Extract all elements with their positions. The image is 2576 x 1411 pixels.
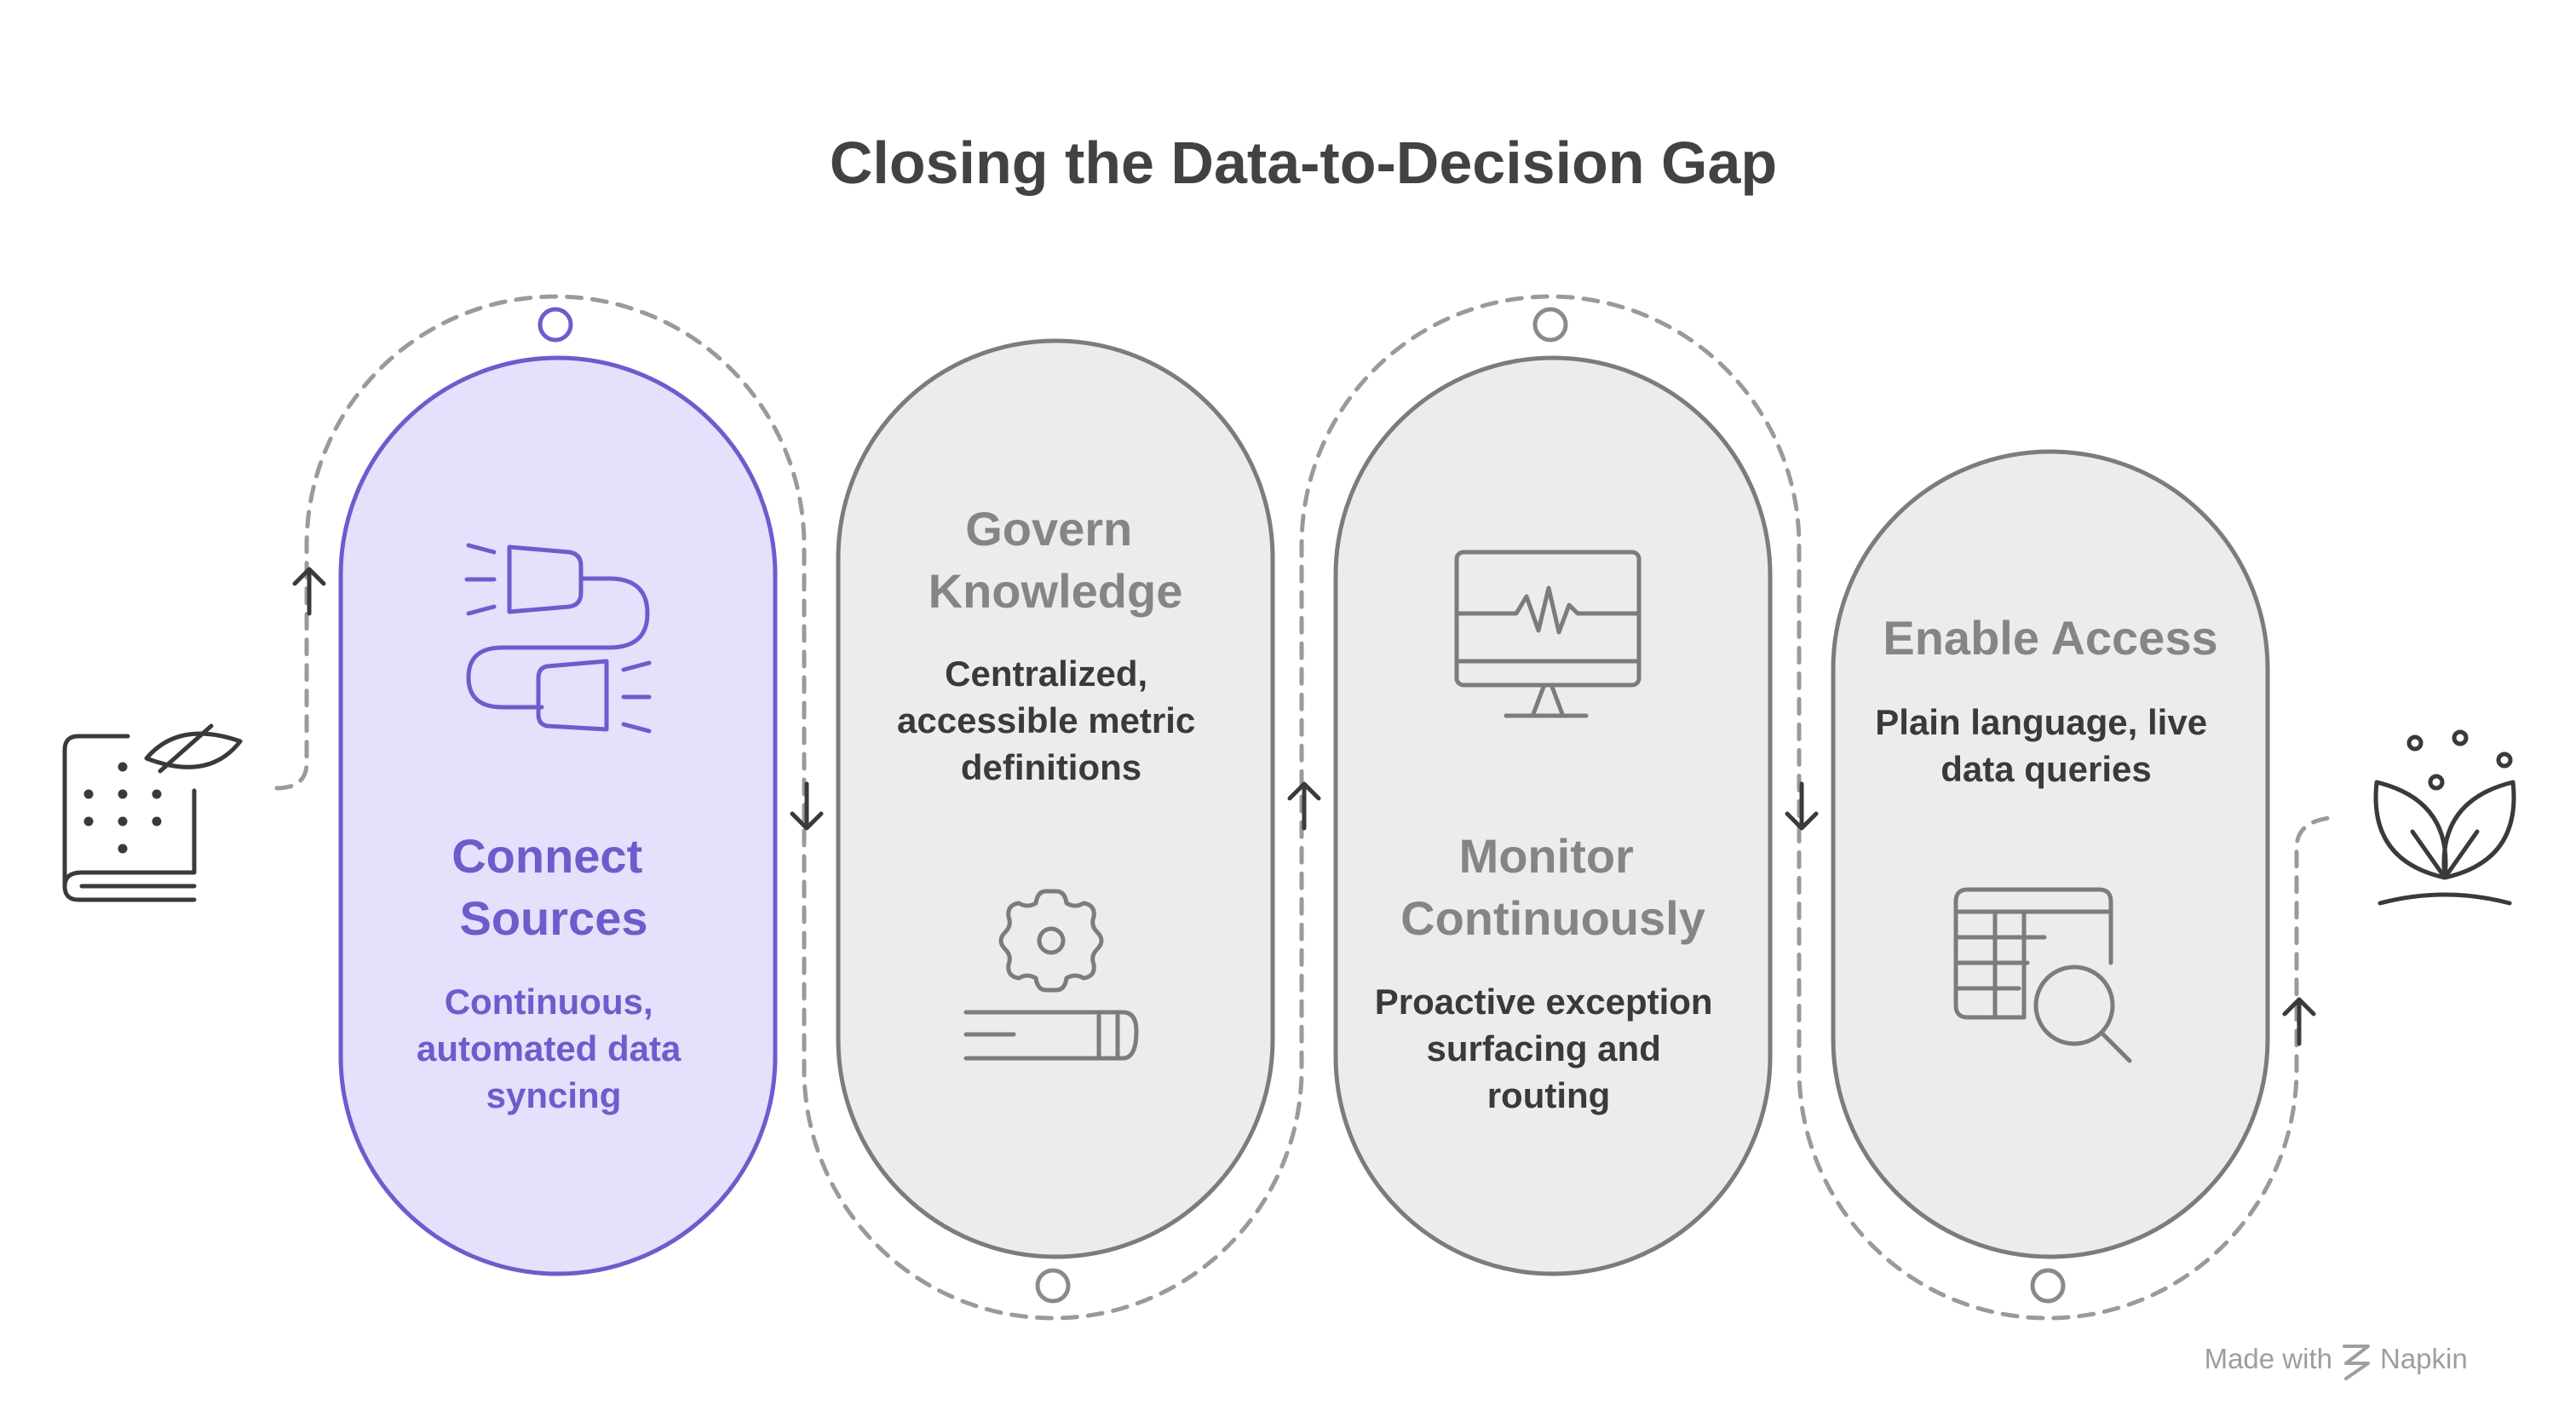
brand-name: Napkin	[2380, 1343, 2468, 1374]
stage-pill	[1333, 355, 1773, 1276]
sprout-icon	[2373, 729, 2516, 906]
stage-description-line: Continuous,	[445, 982, 653, 1022]
napkin-logo-icon	[2343, 1345, 2370, 1380]
arrow-down-icon	[1785, 781, 1819, 831]
stage-pill	[1831, 449, 2270, 1259]
stage-description-line: definitions	[961, 747, 1141, 787]
stage-title-line: Govern	[965, 502, 1132, 556]
node-circle	[2030, 1268, 2066, 1304]
stage-description: Continuous, automated data syncing	[417, 982, 691, 1115]
stage-description-line: syncing	[486, 1075, 622, 1115]
dashed-connector	[274, 294, 2332, 1321]
stage-monitor-continuously	[1333, 355, 1773, 1276]
connector-nodes	[538, 307, 2066, 1304]
stage-pill	[338, 355, 778, 1276]
stage-pill	[836, 338, 1275, 1259]
stage-title-line: Knowledge	[929, 564, 1183, 618]
stage-connect-sources	[338, 355, 778, 1276]
stage-description: Plain language, live data queries	[1875, 702, 2217, 789]
stage-description-line: automated data	[417, 1028, 681, 1068]
arrow-up-icon	[2282, 997, 2316, 1046]
plug-cable-icon	[464, 543, 652, 734]
stage-title: Monitor Continuously	[1400, 829, 1705, 945]
stage-description: Proactive exception surfacing and routin…	[1375, 982, 1723, 1115]
stage-title-line: Continuously	[1400, 891, 1705, 945]
stage-description-line: Plain language, live	[1875, 702, 2207, 742]
arrow-down-icon	[790, 781, 824, 831]
stage-title-line: Enable Access	[1883, 611, 2217, 665]
stage-title-line: Connect	[451, 829, 642, 883]
stage-title: Enable Access	[1883, 611, 2217, 665]
stage-title-line: Sources	[460, 891, 648, 945]
stage-description-line: Centralized,	[945, 654, 1147, 694]
arrow-up-icon	[292, 567, 326, 616]
stage-description-line: routing	[1487, 1075, 1611, 1115]
table-search-icon	[1953, 887, 2132, 1063]
brand-prefix: Made with	[2205, 1343, 2332, 1374]
arrow-up-icon	[1287, 781, 1321, 831]
stage-description-line: accessible metric	[897, 700, 1195, 740]
stage-description-line: Proactive exception	[1375, 982, 1713, 1022]
stage-title: Connect Sources	[451, 829, 656, 945]
node-circle	[538, 307, 573, 343]
stage-title-line: Monitor	[1459, 829, 1634, 883]
node-circle	[1532, 307, 1568, 343]
stage-govern-knowledge	[836, 338, 1275, 1259]
stage-description-line: data queries	[1941, 749, 2151, 789]
book-seed-icon	[62, 723, 243, 902]
direction-arrows	[292, 567, 2316, 1046]
stage-title: Govern Knowledge	[929, 502, 1183, 618]
diagram-title: Closing the Data-to-Decision Gap	[830, 130, 1777, 196]
brand-watermark: Made with Napkin	[2205, 1343, 2468, 1380]
node-circle	[1035, 1268, 1071, 1304]
stage-description: Centralized, accessible metric definitio…	[897, 654, 1205, 787]
stage-enable-access	[1831, 449, 2270, 1259]
stage-description-line: surfacing and	[1426, 1028, 1660, 1068]
gear-book-icon	[963, 889, 1139, 1061]
monitor-pulse-icon	[1454, 550, 1642, 718]
